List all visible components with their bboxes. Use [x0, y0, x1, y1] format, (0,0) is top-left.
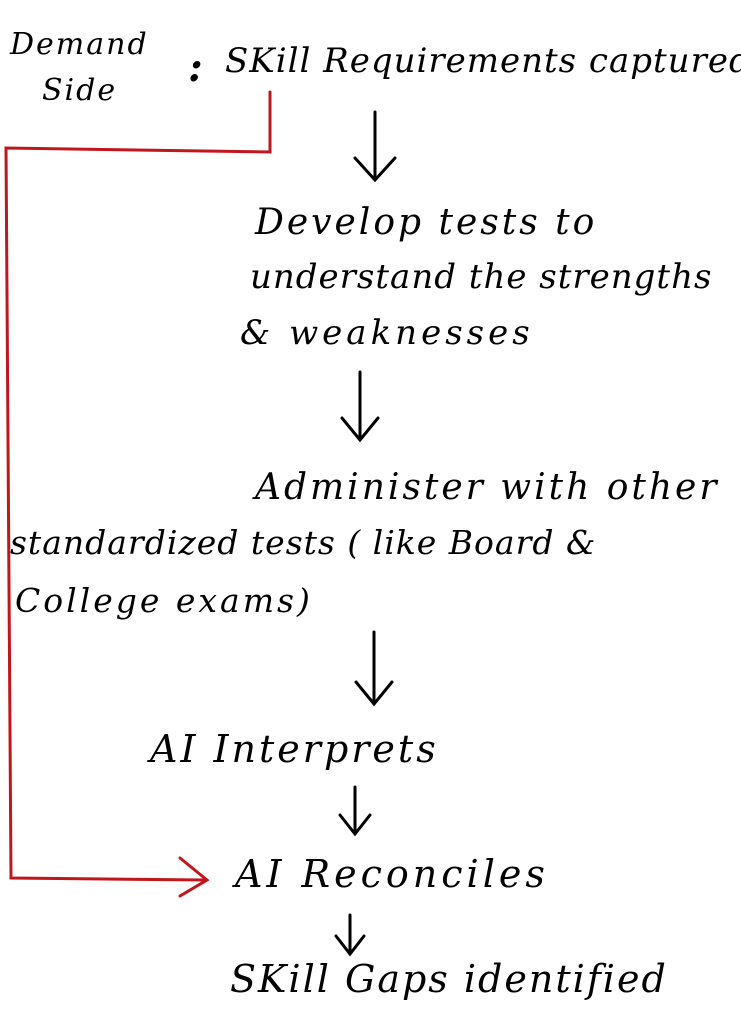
demand-label: Demand	[10, 27, 149, 62]
step-reconciles: AI Reconciles	[235, 852, 549, 896]
side-label: Side	[42, 73, 118, 108]
step-develop-line3: & weaknesses	[240, 313, 534, 353]
step-interprets: AI Interprets	[150, 727, 439, 771]
step-administer-line3: College exams)	[15, 581, 313, 620]
step-develop-line2: understand the strengths	[250, 257, 713, 297]
step-skill-gaps: SKill Gaps identified	[230, 957, 668, 1001]
arrow-down-3	[354, 630, 394, 707]
arrow-down-5	[334, 913, 366, 957]
arrow-down-2	[340, 370, 380, 443]
feedback-red-arrow	[4, 90, 272, 898]
arrow-down-4	[338, 785, 372, 837]
step-requirements: SKill Requirements captured	[225, 41, 741, 81]
step-administer-line2: standardized tests ( like Board &	[10, 523, 597, 562]
arrow-down-1	[353, 110, 397, 183]
colon-separator: :	[188, 44, 205, 91]
step-administer-line1: Administer with other	[255, 467, 720, 508]
step-develop-line1: Develop tests to	[255, 202, 598, 243]
